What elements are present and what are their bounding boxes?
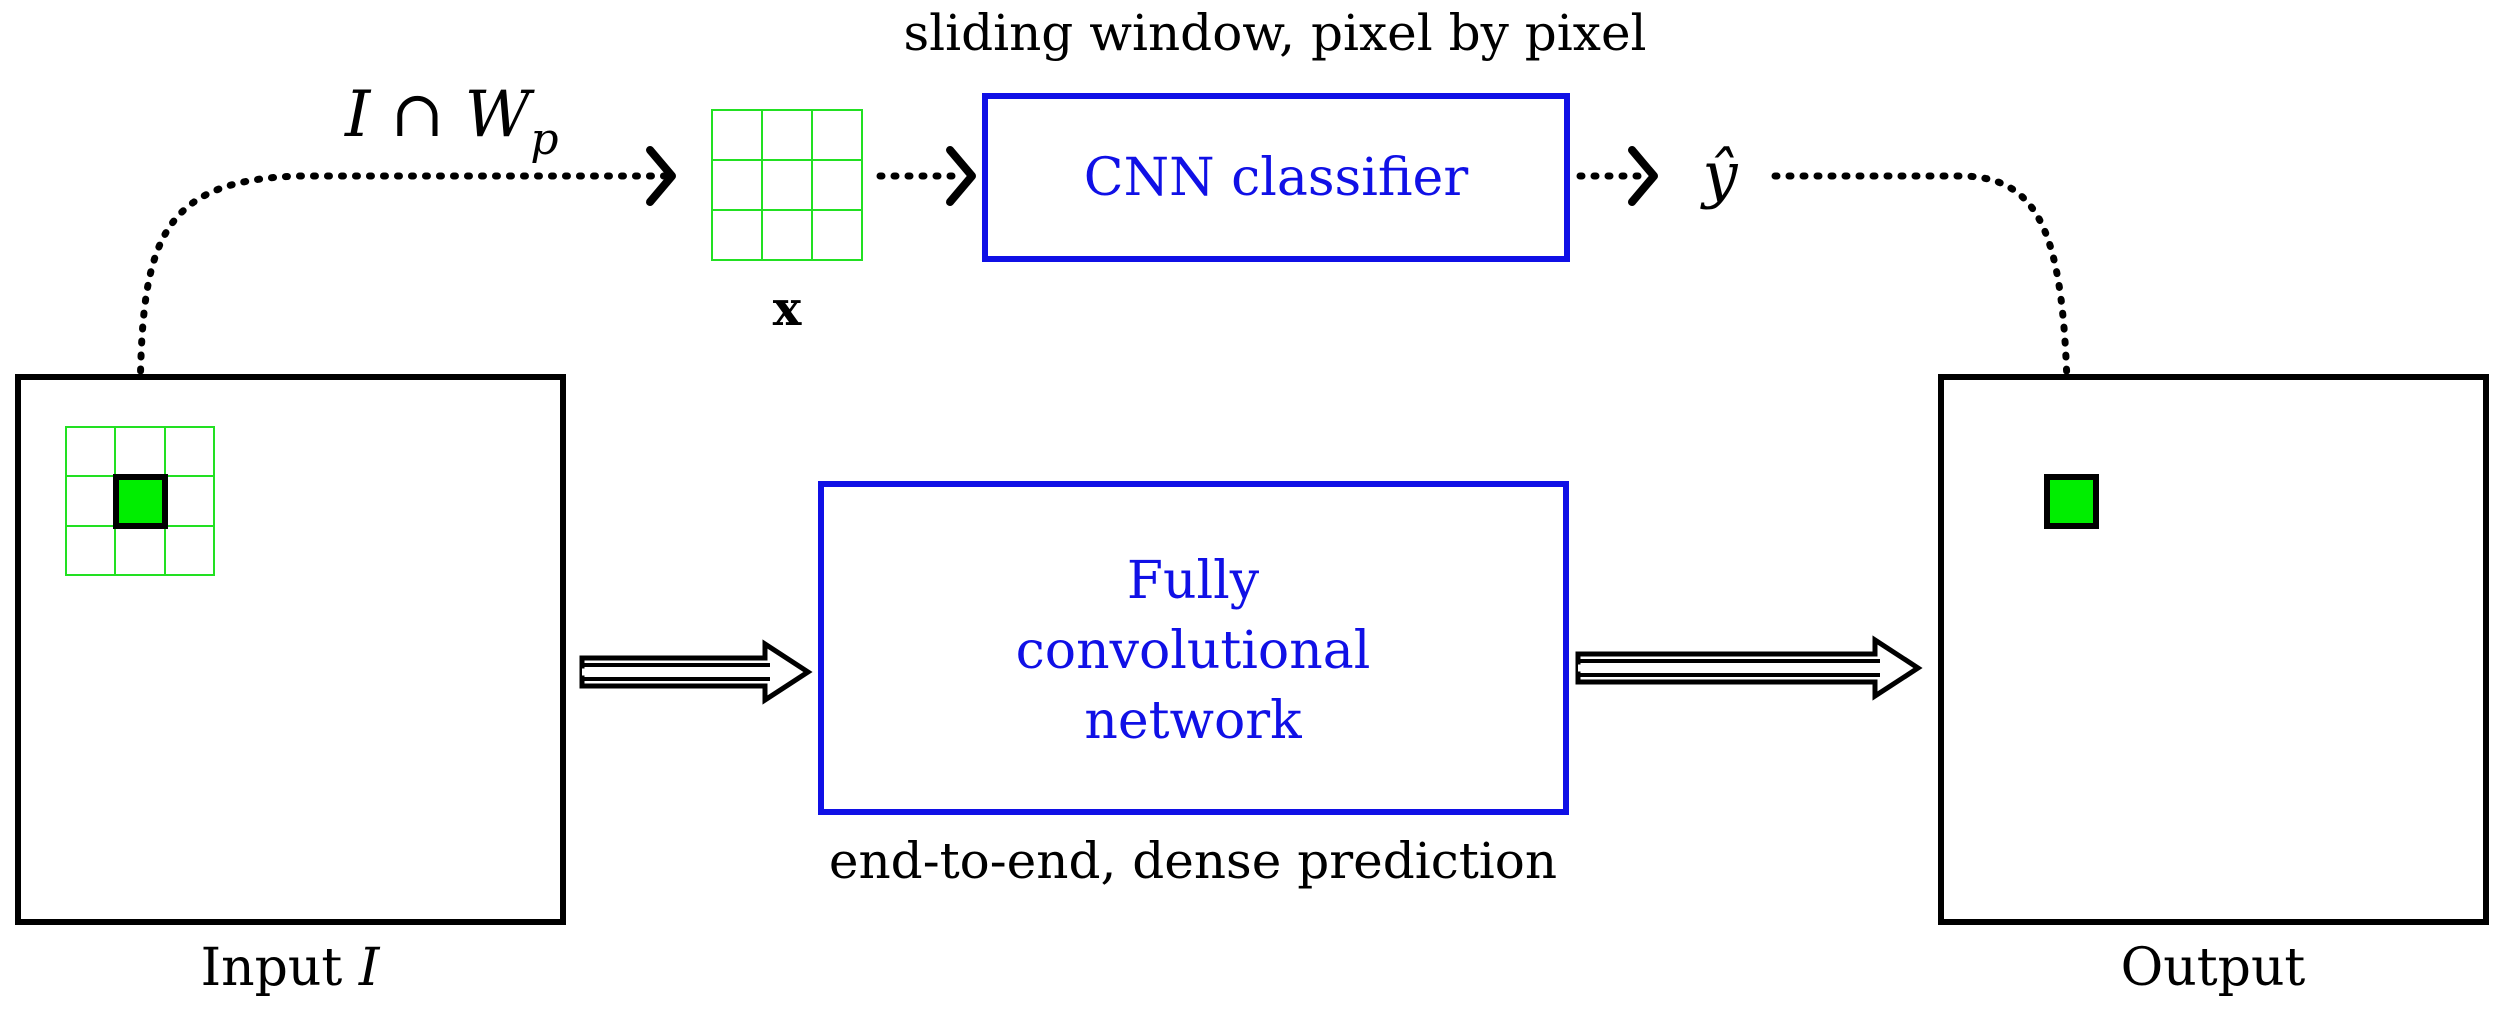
fcn-label-line-3: network <box>1084 691 1302 751</box>
bottom-caption: end-to-end, dense prediction <box>829 832 1557 890</box>
input-center-pixel <box>113 474 168 529</box>
input-to-fcn-arrow <box>579 639 813 705</box>
window-extract-arrowhead <box>646 146 676 206</box>
window-extract-path <box>136 172 669 431</box>
patch-grid <box>711 109 863 261</box>
prediction-to-output-path <box>1771 172 2072 459</box>
fcn-box <box>818 481 1569 815</box>
input-label: Input I <box>201 938 381 998</box>
output-label: Output <box>2121 938 2306 998</box>
input-label-text: Input <box>201 938 359 998</box>
prediction-label: ŷ <box>1699 138 1738 211</box>
output-pixel <box>2044 474 2099 529</box>
patch-label: x <box>773 281 802 337</box>
input-box <box>15 374 566 925</box>
cnn-to-prediction-arrowhead <box>1628 146 1658 206</box>
window-label-base: I ∩ W <box>344 78 536 152</box>
window-label-sub: p <box>530 114 558 165</box>
top-caption: sliding window, pixel by pixel <box>903 4 1646 62</box>
input-label-var: I <box>358 938 381 998</box>
cnn-classifier-label: CNN classifier <box>1084 148 1469 208</box>
patch-to-cnn-arrowhead <box>946 146 976 206</box>
fcn-to-output-arrow <box>1575 635 1923 701</box>
fcn-label-line-2: convolutional <box>1016 621 1371 681</box>
output-box <box>1938 374 2489 925</box>
fcn-label-line-1: Fully <box>1127 551 1260 611</box>
cnn-classifier-box <box>982 93 1570 262</box>
window-label: I ∩ Wp <box>344 78 559 165</box>
